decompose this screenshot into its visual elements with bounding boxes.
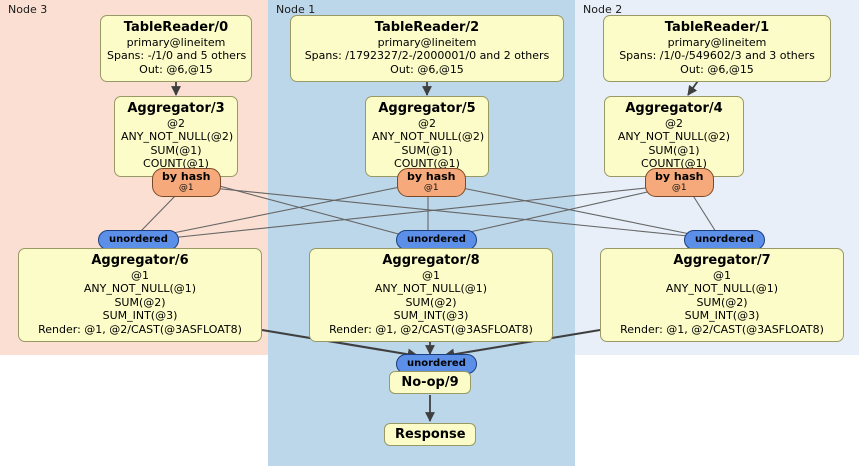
router-unordered-node1[interactable]: unordered [396, 230, 477, 250]
processor-title: Aggregator/4 [625, 101, 723, 116]
processor-title: TableReader/0 [123, 20, 229, 35]
processor-noop-9[interactable]: No-op/9 [389, 371, 471, 394]
processor-detail: Out: @6,@15 [390, 62, 464, 76]
processor-aggregator-3[interactable]: Aggregator/3 @2 ANY_NOT_NULL(@2) SUM(@1)… [114, 96, 238, 177]
processor-detail: Render: @1, @2/CAST(@3ASFLOAT8) [329, 322, 533, 336]
router-label: by hash [407, 170, 456, 183]
processor-tablereader-1[interactable]: TableReader/1 primary@lineitem Spans: /1… [603, 15, 831, 83]
router-label: unordered [109, 234, 168, 245]
router-label: unordered [695, 234, 754, 245]
processor-title: Aggregator/7 [673, 253, 771, 268]
processor-title: Aggregator/6 [91, 253, 189, 268]
processor-detail: primary@lineitem [667, 36, 767, 49]
processor-detail: ANY_NOT_NULL(@1) [665, 282, 779, 296]
router-unordered-node3[interactable]: unordered [98, 230, 179, 250]
processor-detail: @1 [131, 269, 149, 282]
processor-detail: Render: @1, @2/CAST(@3ASFLOAT8) [620, 322, 824, 336]
processor-detail: SUM(@1) [648, 143, 700, 157]
processor-title: TableReader/2 [374, 20, 480, 35]
processor-title: Aggregator/5 [378, 101, 476, 116]
processor-detail: Render: @1, @2/CAST(@3ASFLOAT8) [38, 322, 242, 336]
processor-detail: ANY_NOT_NULL(@2) [121, 130, 234, 144]
processor-detail: Spans: -/1/0 and 5 others [107, 49, 247, 63]
processor-title: TableReader/1 [664, 20, 770, 35]
processor-detail: COUNT(@1) [394, 157, 460, 171]
processor-response[interactable]: Response [384, 423, 476, 446]
router-unordered-node2[interactable]: unordered [684, 230, 765, 250]
node-panel-label: Node 3 [8, 3, 48, 16]
processor-detail: @1 [713, 269, 731, 282]
processor-detail: Spans: /1792327/2-/2000001/0 and 2 other… [304, 49, 550, 63]
processor-detail: SUM(@1) [401, 143, 453, 157]
processor-detail: SUM(@2) [405, 295, 457, 309]
router-label: by hash [655, 170, 704, 183]
processor-title: Aggregator/3 [127, 101, 225, 116]
processor-detail: @2 [418, 117, 436, 130]
router-column: @1 [671, 183, 687, 193]
router-by-hash-node3[interactable]: by hash @1 [152, 168, 221, 197]
processor-aggregator-6[interactable]: Aggregator/6 @1 ANY_NOT_NULL(@1) SUM(@2)… [18, 248, 262, 343]
processor-title: Response [395, 427, 466, 442]
processor-detail: Out: @6,@15 [680, 62, 754, 76]
router-column: @1 [178, 183, 194, 193]
processor-aggregator-7[interactable]: Aggregator/7 @1 ANY_NOT_NULL(@1) SUM(@2)… [600, 248, 844, 343]
processor-detail: Out: @6,@15 [139, 62, 213, 76]
processor-tablereader-0[interactable]: TableReader/0 primary@lineitem Spans: -/… [100, 15, 252, 83]
processor-detail: SUM(@2) [114, 295, 166, 309]
processor-detail: ANY_NOT_NULL(@1) [374, 282, 488, 296]
node-panel-label: Node 2 [583, 3, 623, 16]
processor-detail: SUM_INT(@3) [684, 309, 760, 323]
processor-detail: ANY_NOT_NULL(@2) [372, 130, 485, 144]
processor-detail: COUNT(@1) [143, 157, 209, 171]
processor-detail: primary@lineitem [377, 36, 477, 49]
router-label: unordered [407, 234, 466, 245]
processor-detail: ANY_NOT_NULL(@2) [617, 130, 731, 144]
processor-detail: Spans: /1/0-/549602/3 and 3 others [619, 49, 815, 63]
processor-detail: SUM_INT(@3) [393, 309, 469, 323]
router-by-hash-node1[interactable]: by hash @1 [397, 168, 466, 197]
processor-detail: primary@lineitem [126, 36, 226, 49]
processor-detail: COUNT(@1) [641, 157, 707, 171]
processor-detail: @1 [422, 269, 440, 282]
router-label: by hash [162, 170, 211, 183]
router-by-hash-node2[interactable]: by hash @1 [645, 168, 714, 197]
processor-detail: @2 [167, 117, 185, 130]
router-column: @1 [423, 183, 439, 193]
processor-tablereader-2[interactable]: TableReader/2 primary@lineitem Spans: /1… [290, 15, 564, 83]
node-panel-label: Node 1 [276, 3, 316, 16]
processor-detail: ANY_NOT_NULL(@1) [83, 282, 197, 296]
processor-title: No-op/9 [401, 375, 459, 390]
processor-title: Aggregator/8 [382, 253, 480, 268]
processor-detail: SUM(@1) [150, 143, 202, 157]
router-label: unordered [407, 358, 466, 369]
processor-detail: SUM(@2) [696, 295, 748, 309]
processor-aggregator-4[interactable]: Aggregator/4 @2 ANY_NOT_NULL(@2) SUM(@1)… [604, 96, 744, 177]
processor-detail: SUM_INT(@3) [102, 309, 178, 323]
processor-aggregator-5[interactable]: Aggregator/5 @2 ANY_NOT_NULL(@2) SUM(@1)… [365, 96, 489, 177]
processor-detail: @2 [665, 117, 683, 130]
processor-aggregator-8[interactable]: Aggregator/8 @1 ANY_NOT_NULL(@1) SUM(@2)… [309, 248, 553, 343]
